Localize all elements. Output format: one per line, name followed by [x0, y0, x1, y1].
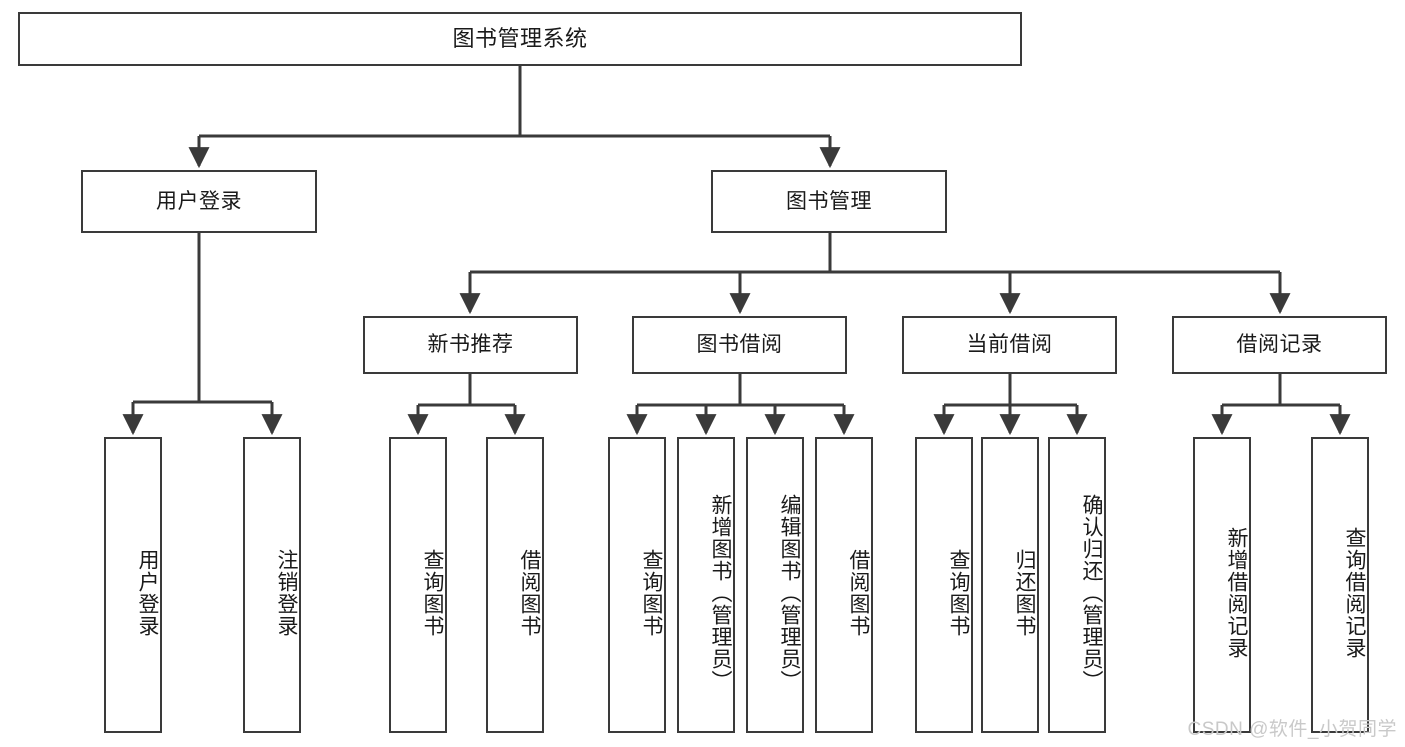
leaf-current-borrow-return-label: 归还图书	[1013, 549, 1036, 637]
leaf-book-borrow-borrow-label: 借阅图书	[847, 549, 870, 637]
node-user-login[interactable]: 用户登录	[81, 170, 317, 233]
node-root-label: 图书管理系统	[452, 25, 588, 51]
leaf-user-login-logout-label: 注销登录	[275, 549, 298, 637]
node-book-borrow-label: 图书借阅	[696, 333, 783, 357]
leaf-borrow-record-query[interactable]: 查询借阅记录	[1311, 437, 1369, 733]
leaf-user-login-login-label: 用户登录	[136, 549, 159, 637]
leaf-borrow-record-query-label: 查询借阅记录	[1343, 527, 1366, 659]
leaf-user-login-logout[interactable]: 注销登录	[243, 437, 301, 733]
node-book-management[interactable]: 图书管理	[711, 170, 947, 233]
leaf-book-borrow-add[interactable]: 新增图书（管理员）	[677, 437, 735, 733]
node-borrow-record-label: 借阅记录	[1236, 333, 1323, 357]
leaf-book-borrow-query[interactable]: 查询图书	[608, 437, 666, 733]
leaf-new-book-query-label: 查询图书	[421, 549, 444, 637]
node-borrow-record[interactable]: 借阅记录	[1172, 316, 1387, 374]
leaf-borrow-record-add-label: 新增借阅记录	[1225, 527, 1248, 659]
leaf-book-borrow-borrow[interactable]: 借阅图书	[815, 437, 873, 733]
node-current-borrow[interactable]: 当前借阅	[902, 316, 1117, 374]
node-book-management-label: 图书管理	[786, 189, 872, 213]
leaf-current-borrow-confirm-return[interactable]: 确认归还（管理员）	[1048, 437, 1106, 733]
leaf-current-borrow-confirm-return-label: 确认归还（管理员）	[1080, 494, 1103, 692]
node-new-book-recommendation[interactable]: 新书推荐	[363, 316, 578, 374]
leaf-new-book-borrow-label: 借阅图书	[518, 549, 541, 637]
leaf-current-borrow-query[interactable]: 查询图书	[915, 437, 973, 733]
node-root-book-management-system[interactable]: 图书管理系统	[18, 12, 1022, 66]
leaf-borrow-record-add[interactable]: 新增借阅记录	[1193, 437, 1251, 733]
leaf-new-book-borrow[interactable]: 借阅图书	[486, 437, 544, 733]
node-user-login-label: 用户登录	[156, 189, 242, 213]
leaf-book-borrow-edit-label: 编辑图书（管理员）	[778, 494, 801, 692]
leaf-book-borrow-edit[interactable]: 编辑图书（管理员）	[746, 437, 804, 733]
leaf-new-book-query[interactable]: 查询图书	[389, 437, 447, 733]
leaf-current-borrow-query-label: 查询图书	[947, 549, 970, 637]
leaf-current-borrow-return[interactable]: 归还图书	[981, 437, 1039, 733]
leaf-book-borrow-query-label: 查询图书	[640, 549, 663, 637]
leaf-user-login-login[interactable]: 用户登录	[104, 437, 162, 733]
node-new-book-recommendation-label: 新书推荐	[427, 333, 514, 357]
leaf-book-borrow-add-label: 新增图书（管理员）	[709, 494, 732, 692]
node-current-borrow-label: 当前借阅	[966, 333, 1053, 357]
node-book-borrow[interactable]: 图书借阅	[632, 316, 847, 374]
